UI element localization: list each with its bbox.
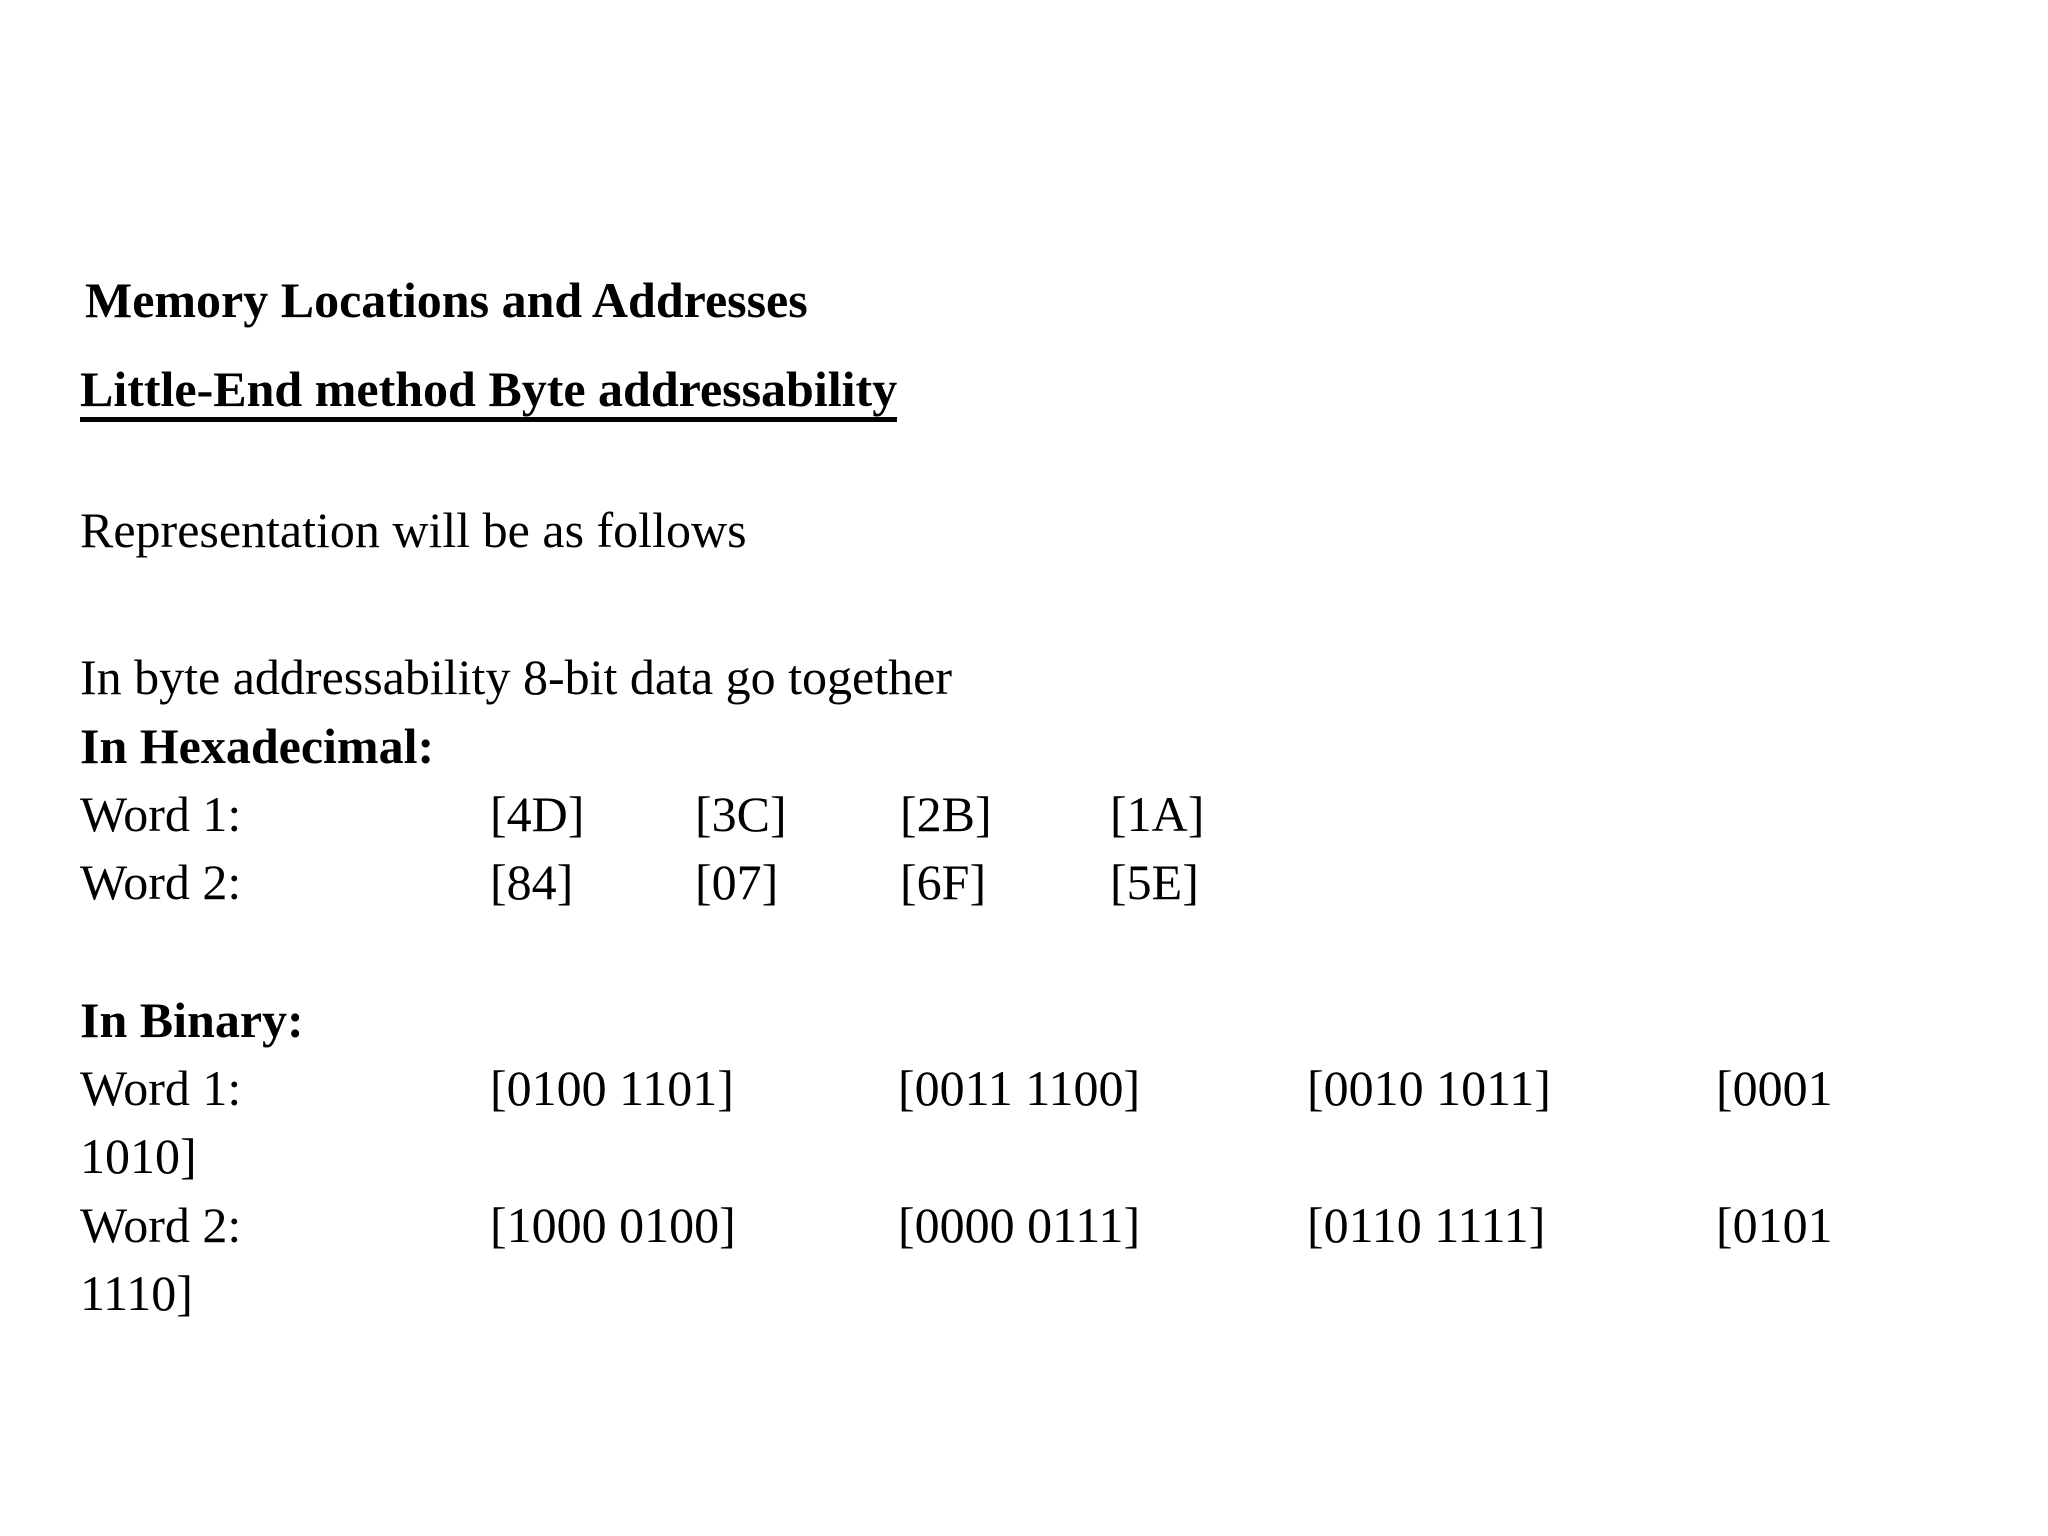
byte-cell: [0100 1101]: [490, 1060, 734, 1116]
byte-cell: [5E]: [1110, 854, 1199, 910]
word-label: Word 1:: [80, 786, 242, 842]
binary-wrap-line: 1010]: [0, 1122, 2048, 1191]
hex-word-row: Word 2: [84] [07] [6F] [5E]: [0, 848, 2048, 917]
byte-cell: [3C]: [695, 786, 787, 842]
slide-title-line: Memory Locations and Addresses: [0, 266, 2048, 335]
wrap-text: 1110]: [80, 1265, 193, 1321]
byte-cell: [0010 1011]: [1307, 1060, 1551, 1116]
section-heading-text: Little-End method Byte addressability: [80, 361, 898, 422]
byte-cell: [1A]: [1110, 786, 1205, 842]
byte-cell: [0001: [1716, 1060, 1833, 1116]
byte-cell: [1000 0100]: [490, 1197, 736, 1253]
wrap-text: 1010]: [80, 1128, 197, 1184]
byte-cell: [2B]: [900, 786, 992, 842]
binary-word-row: Word 2: [1000 0100] [0000 0111] [0110 11…: [0, 1191, 2048, 1260]
word-label: Word 2:: [80, 854, 242, 910]
byte-cell: [0000 0111]: [898, 1197, 1141, 1253]
hex-section-label-line: In Hexadecimal:: [0, 712, 2048, 781]
word-label: Word 2:: [80, 1197, 242, 1253]
word-label: Word 1:: [80, 1060, 242, 1116]
byte-cell: [4D]: [490, 786, 585, 842]
byte-cell: [0011 1100]: [898, 1060, 1141, 1116]
byte-cell: [0101: [1716, 1197, 1833, 1253]
slide-title: Memory Locations and Addresses: [85, 272, 808, 328]
binary-section-label: In Binary:: [80, 992, 304, 1048]
binary-section-label-line: In Binary:: [0, 986, 2048, 1055]
byte-cell: [84]: [490, 854, 574, 910]
body-text-line: In byte addressability 8-bit data go tog…: [0, 643, 2048, 712]
byte-cell: [6F]: [900, 854, 987, 910]
binary-wrap-line: 1110]: [0, 1259, 2048, 1328]
body-text: In byte addressability 8-bit data go tog…: [80, 649, 952, 705]
byte-cell: [07]: [695, 854, 779, 910]
section-heading-line: Little-End method Byte addressability: [0, 355, 2048, 424]
section-heading: Little-End method Byte addressability: [80, 355, 898, 424]
byte-cell: [0110 1111]: [1307, 1197, 1546, 1253]
hex-section-label: In Hexadecimal:: [80, 718, 435, 774]
hex-word-row: Word 1: [4D] [3C] [2B] [1A]: [0, 780, 2048, 849]
intro-line: Representation will be as follows: [0, 496, 2048, 565]
intro-text: Representation will be as follows: [80, 502, 747, 558]
binary-word-row: Word 1: [0100 1101] [0011 1100] [0010 10…: [0, 1054, 2048, 1123]
